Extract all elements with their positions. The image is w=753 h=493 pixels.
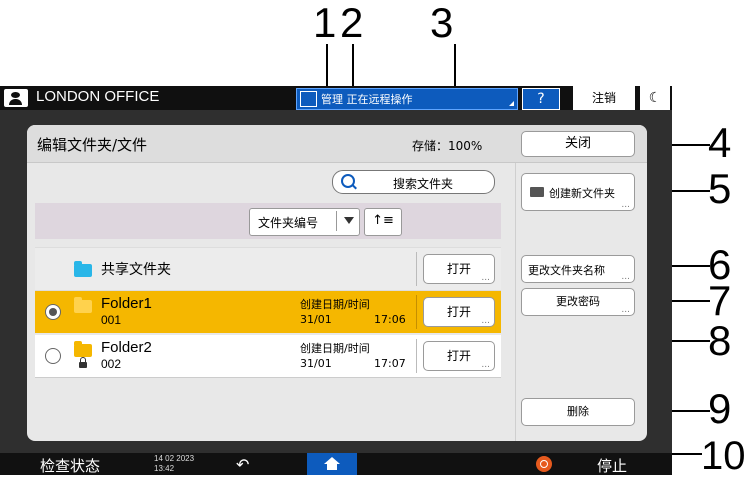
callout-3: 3	[430, 0, 454, 46]
folder-select-radio[interactable]	[45, 304, 61, 320]
close-button[interactable]: 关闭	[521, 131, 635, 157]
back-icon[interactable]: ↶	[236, 455, 250, 474]
folder-row[interactable]: Folder2 002 创建日期/时间 31/01 17:07 打开 ...	[35, 335, 501, 378]
open-label: 打开	[446, 305, 471, 319]
sort-separator	[336, 211, 337, 231]
sort-by-select[interactable]: 文件夹编号	[249, 208, 360, 236]
time-text: 13:42	[154, 464, 175, 473]
create-folder-button[interactable]: 创建新文件夹 ...	[521, 173, 635, 211]
created-datetime-label: 创建日期/时间	[300, 298, 370, 311]
folder-number: 001	[101, 313, 122, 327]
user-icon	[4, 89, 28, 107]
callout-7: 7	[708, 277, 732, 324]
created-time: 17:06	[374, 313, 406, 326]
callout-6: 6	[708, 241, 732, 288]
office-name: LONDON OFFICE	[36, 88, 160, 105]
callout-5: 5	[708, 165, 732, 212]
search-icon	[341, 174, 355, 188]
created-time: 17:07	[374, 357, 406, 370]
search-folder-label: 搜索文件夹	[393, 177, 454, 191]
home-button[interactable]	[307, 453, 357, 475]
date-text: 14 02 2023	[154, 454, 195, 463]
check-status-button[interactable]: 检查状态	[40, 457, 101, 475]
top-bar: LONDON OFFICE 管理 正在远程操作 ? 注销 ☾	[0, 86, 672, 110]
change-password-button[interactable]: 更改密码 ...	[521, 288, 635, 316]
folder-icon	[74, 341, 92, 357]
shared-folder-row[interactable]: 共享文件夹 打开 ...	[35, 247, 501, 291]
folder-name: Folder2	[101, 339, 152, 356]
chevron-down-icon	[344, 217, 354, 224]
created-datetime-label: 创建日期/时间	[300, 342, 370, 355]
edit-folder-dialog: 编辑文件夹/文件 存储：100% 关闭 搜索文件夹 创建新文件夹 ... 文件夹…	[27, 125, 647, 441]
folder-icon	[74, 297, 92, 313]
open-label: 打开	[446, 349, 471, 363]
storage-indicator: 存储：100%	[412, 139, 483, 153]
row-separator	[416, 339, 417, 373]
folder-row[interactable]: Folder1 001 创建日期/时间 31/01 17:06 打开 ...	[35, 291, 501, 333]
more-dots: ...	[621, 200, 630, 210]
more-dots: ...	[481, 316, 490, 326]
row-separator	[416, 252, 417, 286]
shared-folder-icon	[74, 261, 92, 277]
open-folder-button[interactable]: 打开 ...	[423, 341, 495, 371]
rename-folder-button[interactable]: 更改文件夹名称 ...	[521, 255, 635, 283]
datetime-display: 14 02 2023 13:42	[154, 454, 194, 474]
folder-select-radio[interactable]	[45, 348, 61, 364]
open-folder-button[interactable]: 打开 ...	[423, 297, 495, 327]
callout-9: 9	[708, 385, 732, 432]
remote-status-label: 管理 正在远程操作	[321, 93, 413, 106]
created-date: 31/01	[300, 313, 332, 326]
side-divider	[515, 163, 516, 441]
open-label: 打开	[446, 262, 471, 276]
new-folder-icon	[530, 187, 544, 197]
delete-button[interactable]: 删除	[521, 398, 635, 426]
remote-operation-status[interactable]: 管理 正在远程操作	[296, 88, 518, 110]
search-folder-button[interactable]: 搜索文件夹	[332, 170, 495, 194]
change-password-label: 更改密码	[556, 295, 600, 308]
callout-4: 4	[708, 119, 732, 166]
callout-2: 2	[340, 0, 364, 46]
logout-button[interactable]: 注销	[573, 86, 635, 110]
bottom-bar: 检查状态 14 02 2023 13:42 ↶ 停止	[0, 453, 672, 475]
shared-folder-name: 共享文件夹	[101, 262, 171, 278]
home-icon	[324, 457, 340, 470]
stop-button[interactable]: 停止	[597, 457, 628, 475]
remote-screen-icon	[300, 91, 317, 107]
callout-8: 8	[708, 317, 732, 364]
callout-1: 1	[313, 0, 337, 46]
row-separator	[416, 295, 417, 329]
more-dots: ...	[481, 360, 490, 370]
more-dots: ...	[621, 272, 630, 282]
folder-number: 002	[101, 357, 122, 371]
help-button[interactable]: ?	[522, 88, 560, 110]
callout-10: 10	[701, 434, 746, 478]
sort-by-label: 文件夹编号	[258, 216, 319, 230]
callout-3-leader	[454, 44, 456, 124]
stop-icon[interactable]	[536, 456, 552, 472]
lock-icon	[79, 357, 87, 368]
create-folder-label: 创建新文件夹	[549, 187, 615, 200]
expand-corner-icon	[509, 101, 514, 106]
folder-name: Folder1	[101, 295, 152, 312]
sort-order-button[interactable]: ↑≡	[364, 208, 402, 236]
rename-folder-label: 更改文件夹名称	[528, 264, 605, 277]
created-date: 31/01	[300, 357, 332, 370]
more-dots: ...	[621, 305, 630, 315]
dialog-title: 编辑文件夹/文件	[37, 136, 148, 154]
more-dots: ...	[481, 273, 490, 283]
open-shared-folder-button[interactable]: 打开 ...	[423, 254, 495, 284]
energy-saver-moon-icon[interactable]: ☾	[640, 86, 670, 110]
